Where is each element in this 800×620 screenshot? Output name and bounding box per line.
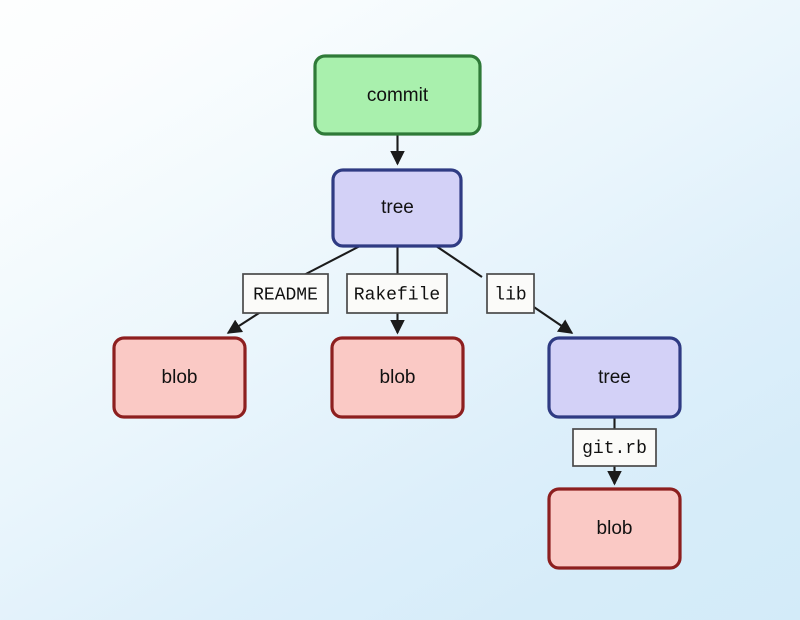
node-blob-readme-label: blob: [162, 367, 198, 388]
edge-label-lib-text: lib: [494, 285, 526, 305]
node-tree-root-label: tree: [381, 197, 414, 218]
edge-label-gitrb-text: git.rb: [582, 439, 647, 459]
edge-label-readme-text: README: [253, 285, 318, 305]
edge-label-gitrb[interactable]: git.rb: [572, 428, 657, 467]
edge-label-readme-rect[interactable]: [242, 273, 329, 314]
node-commit-label: commit: [367, 85, 429, 106]
edge-tree-to-lib-upper: [435, 245, 483, 278]
node-tree-root-rect[interactable]: [331, 168, 463, 248]
edge-label-rakefile-rect[interactable]: [346, 273, 448, 314]
edge-label-lib[interactable]: lib: [486, 273, 535, 314]
edge-label-lib-rect[interactable]: [486, 273, 535, 314]
node-blob-gitrb-label: blob: [597, 518, 633, 539]
edge-label-gitrb-rect[interactable]: [572, 428, 657, 467]
node-blob-rakefile[interactable]: blob: [330, 336, 465, 419]
nodes-layer: commit tree blob blob tree blob: [112, 54, 682, 570]
node-tree-lib-rect[interactable]: [547, 336, 682, 419]
node-tree-root[interactable]: tree: [331, 168, 463, 248]
edge-labels-layer: README Rakefile lib git.rb: [242, 273, 657, 467]
edge-label-readme[interactable]: README: [242, 273, 329, 314]
node-tree-lib[interactable]: tree: [547, 336, 682, 419]
node-blob-gitrb[interactable]: blob: [547, 487, 682, 570]
edge-label-rakefile-text: Rakefile: [354, 285, 440, 305]
node-tree-lib-label: tree: [598, 367, 631, 388]
edge-tree-to-readme-upper: [299, 245, 361, 278]
edge-label-rakefile[interactable]: Rakefile: [346, 273, 448, 314]
node-blob-rakefile-rect[interactable]: [330, 336, 465, 419]
node-commit[interactable]: commit: [313, 54, 482, 136]
node-blob-rakefile-label: blob: [380, 367, 416, 388]
node-blob-gitrb-rect[interactable]: [547, 487, 682, 570]
node-blob-readme[interactable]: blob: [112, 336, 247, 419]
node-commit-rect[interactable]: [313, 54, 482, 136]
node-blob-readme-rect[interactable]: [112, 336, 247, 419]
